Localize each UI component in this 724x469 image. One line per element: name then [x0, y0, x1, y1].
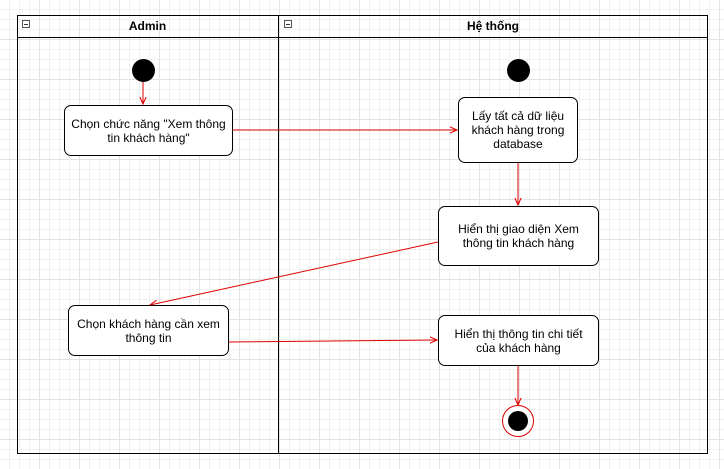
- activity-show-detail[interactable]: Hiển thị thông tin chi tiết của khách hà…: [438, 315, 599, 366]
- lane-title-admin: Admin: [128, 19, 167, 33]
- lane-divider: [278, 15, 279, 454]
- system-start-node: [507, 59, 530, 82]
- activity-show-view[interactable]: Hiển thị giao diện Xem thông tin khách h…: [438, 206, 599, 266]
- start-node: [132, 59, 155, 82]
- lane-header-divider: [17, 37, 708, 38]
- lane-title-system: Hệ thống: [467, 19, 519, 33]
- end-node-core: [508, 411, 528, 431]
- collapse-system-lane-icon[interactable]: [284, 20, 292, 28]
- collapse-admin-lane-icon[interactable]: [22, 20, 30, 28]
- end-node: [502, 405, 534, 437]
- activity-choose-function[interactable]: Chọn chức năng "Xem thông tin khách hàng…: [64, 105, 233, 156]
- activity-fetch-data[interactable]: Lấy tất cả dữ liệu khách hàng trong data…: [458, 97, 578, 163]
- swimlane-pool: [17, 15, 708, 454]
- activity-choose-customer[interactable]: Chọn khách hàng cần xem thông tin: [68, 305, 229, 356]
